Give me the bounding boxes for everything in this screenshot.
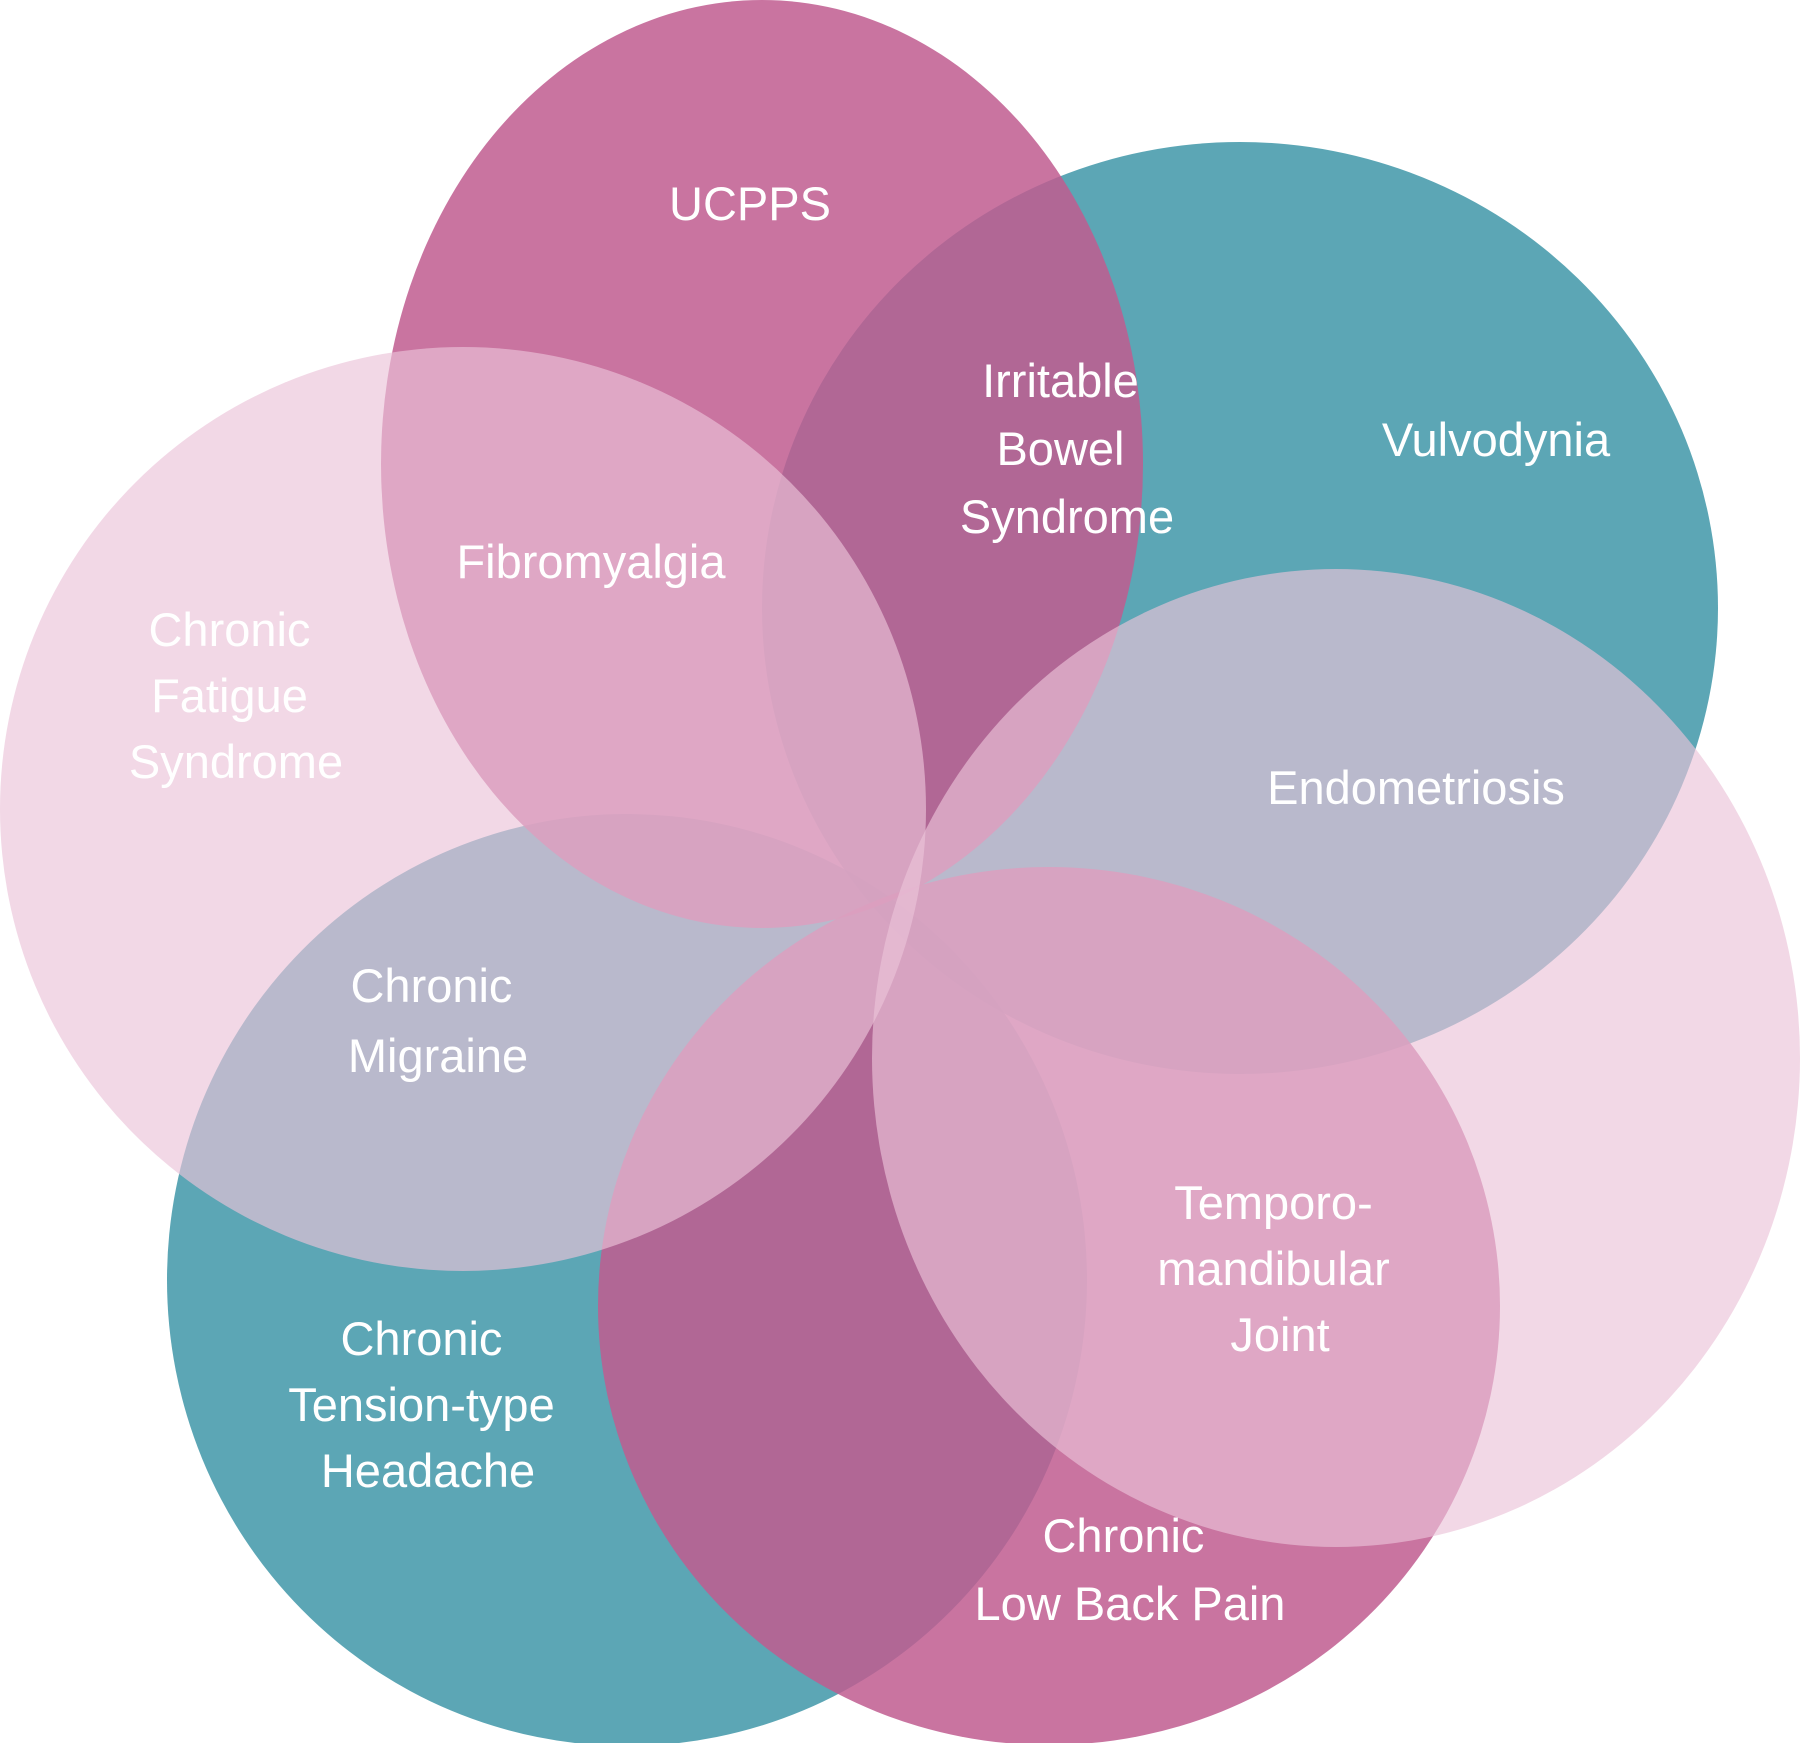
label-temporomandibular-joint: Temporo- mandibular Joint [1157, 1176, 1403, 1361]
label-chronic-migraine: Chronic Migraine [348, 959, 528, 1082]
label-chronic-fatigue-syndrome: Chronic Fatigue Syndrome [129, 603, 343, 788]
label-irritable-bowel-syndrome: Irritable Bowel Syndrome [960, 354, 1174, 543]
label-ucpps: UCPPS [669, 177, 831, 230]
circle-chronic-fatigue-syndrome [0, 347, 926, 1271]
label-chronic-low-back-pain: Chronic Low Back Pain [975, 1509, 1286, 1630]
label-vulvodynia: Vulvodynia [1382, 413, 1611, 466]
circle-endometriosis [872, 569, 1800, 1547]
label-endometriosis: Endometriosis [1267, 761, 1565, 814]
label-fibromyalgia: Fibromyalgia [456, 535, 726, 588]
label-chronic-tension-type-headache: Chronic Tension-type Headache [288, 1312, 568, 1497]
